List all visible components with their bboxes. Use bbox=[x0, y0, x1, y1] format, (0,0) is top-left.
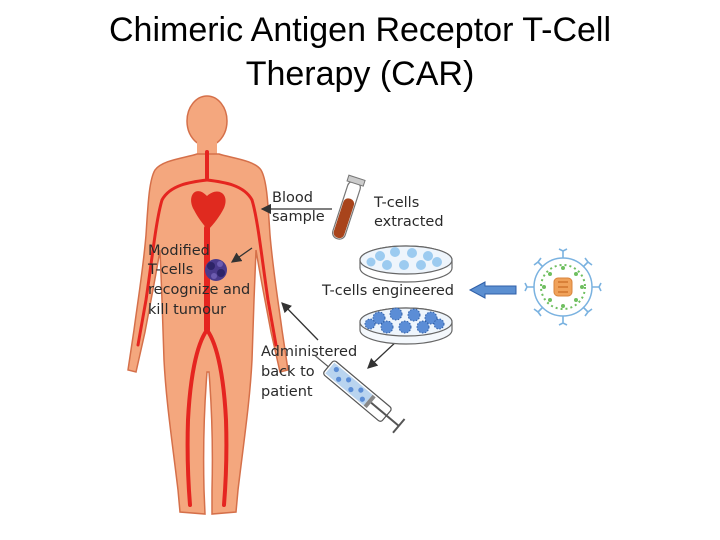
modified-label-line-2: T-cells bbox=[147, 262, 193, 278]
engineered-cell-dots bbox=[364, 307, 445, 334]
tumour-icon bbox=[205, 259, 227, 281]
head bbox=[186, 95, 228, 147]
modified-tcells-label: Modified T-cells recognize and kill tumo… bbox=[147, 243, 250, 318]
arrow-to-tumour bbox=[230, 247, 253, 263]
blood-label-line-2: sample bbox=[272, 209, 325, 225]
arrow-back-to-body bbox=[281, 302, 319, 341]
modified-label-line-1: Modified bbox=[148, 243, 210, 259]
heart bbox=[191, 191, 226, 230]
modified-label-line-4: kill tumour bbox=[148, 302, 226, 318]
extracted-label-line-2: extracted bbox=[374, 214, 444, 230]
extracted-label-line-1: T-cells bbox=[373, 195, 419, 211]
blood-sample-label: Blood sample bbox=[272, 190, 325, 225]
administered-label: Administered back to patient bbox=[261, 344, 357, 400]
big-blue-arrow bbox=[468, 281, 517, 299]
syringe-icon bbox=[314, 354, 406, 434]
right-arm-vessel bbox=[205, 178, 278, 347]
petri-dish-engineered bbox=[359, 307, 453, 345]
administered-label-line-3: patient bbox=[261, 384, 313, 400]
tcells-extracted-label: T-cells extracted bbox=[373, 195, 444, 230]
tcells-engineered-label: T-cells engineered bbox=[321, 283, 454, 299]
arrow-dish-to-syringe bbox=[367, 339, 399, 369]
left-leg-vessel bbox=[185, 328, 209, 507]
blood-label-line-1: Blood bbox=[272, 190, 313, 206]
blood-tube-icon bbox=[331, 174, 366, 240]
administered-label-line-2: back to bbox=[261, 364, 315, 380]
left-arm-vessel bbox=[136, 178, 209, 347]
petri-dish-extracted bbox=[359, 245, 453, 283]
neck bbox=[197, 142, 217, 156]
page-title: Chimeric Antigen Receptor T-Cell Therapy… bbox=[0, 8, 720, 96]
modified-label-line-3: recognize and bbox=[148, 282, 250, 298]
tcell-dots bbox=[366, 247, 442, 270]
capsid-dots bbox=[542, 266, 584, 308]
spikes bbox=[524, 248, 602, 326]
administered-label-line-1: Administered bbox=[261, 344, 357, 360]
syringe-cell-dots bbox=[333, 366, 365, 402]
right-leg-vessel bbox=[205, 328, 229, 507]
title-line-1: Chimeric Antigen Receptor T-Cell bbox=[108, 11, 612, 49]
circulatory-system bbox=[136, 150, 278, 507]
flow-arrows bbox=[230, 203, 399, 369]
title-line-2: Therapy (CAR) bbox=[245, 55, 475, 93]
viral-vector-icon bbox=[524, 248, 602, 326]
